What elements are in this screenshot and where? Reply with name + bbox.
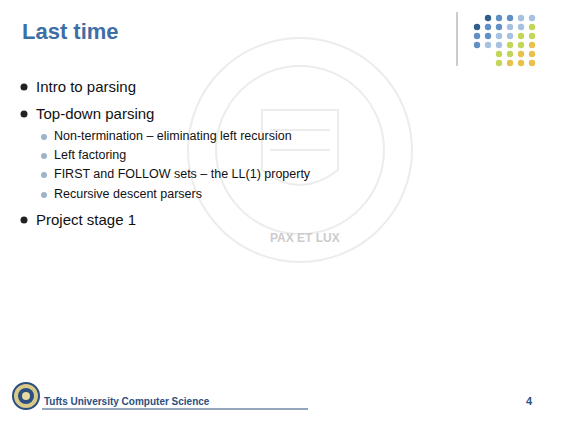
grid-dot [518, 15, 524, 21]
grid-dot [507, 42, 513, 48]
grid-dot [529, 60, 535, 66]
grid-dot [496, 42, 502, 48]
grid-dot [518, 51, 524, 57]
sub-bullet [41, 192, 47, 198]
grid-dot [474, 33, 480, 39]
grid-dot [474, 42, 480, 48]
dot-grid [474, 15, 535, 66]
seal-watermark [188, 38, 412, 262]
slide-title: Last time [22, 19, 119, 44]
sub-bullet [41, 153, 47, 159]
footer-rule [42, 409, 308, 410]
bullet-text: Intro to parsing [36, 78, 136, 95]
bullet-text: Project stage 1 [36, 211, 136, 228]
grid-dot [529, 33, 535, 39]
grid-dot [485, 15, 491, 21]
grid-dot [485, 24, 491, 30]
grid-dot [529, 51, 535, 57]
grid-dot [529, 42, 535, 48]
separator-line [457, 12, 458, 66]
sub-bullet-text: Non-termination – eliminating left recur… [54, 129, 292, 143]
grid-dot [518, 60, 524, 66]
grid-dot [507, 60, 513, 66]
bullet-text: Top-down parsing [36, 105, 154, 122]
bullets [21, 84, 48, 224]
grid-dot [507, 51, 513, 57]
grid-dot [518, 42, 524, 48]
grid-dot [518, 33, 524, 39]
grid-dot [496, 51, 502, 57]
bullet [21, 84, 28, 91]
grid-dot [507, 24, 513, 30]
university-logo [13, 383, 39, 409]
grid-dot [485, 42, 491, 48]
grid-dot [529, 24, 535, 30]
grid-dot [496, 33, 502, 39]
grid-dot [485, 33, 491, 39]
bullet [21, 111, 28, 118]
grid-dot [507, 15, 513, 21]
sub-bullet-text: Left factoring [54, 148, 126, 162]
grid-dot [518, 24, 524, 30]
footer-text: Tufts University Computer Science [44, 396, 209, 408]
sub-bullet [41, 172, 47, 178]
sub-bullet-text: Recursive descent parsers [54, 187, 202, 201]
grid-dot [496, 60, 502, 66]
grid-dot [529, 15, 535, 21]
sub-bullet-text: FIRST and FOLLOW sets – the LL(1) proper… [54, 167, 310, 181]
grid-dot [496, 15, 502, 21]
grid-dot [496, 24, 502, 30]
grid-dot [507, 33, 513, 39]
page-number: 4 [526, 395, 532, 408]
watermark-text: PAX ET LUX [270, 232, 340, 246]
grid-dot [474, 24, 480, 30]
bullet [21, 217, 28, 224]
sub-bullet [41, 134, 47, 140]
